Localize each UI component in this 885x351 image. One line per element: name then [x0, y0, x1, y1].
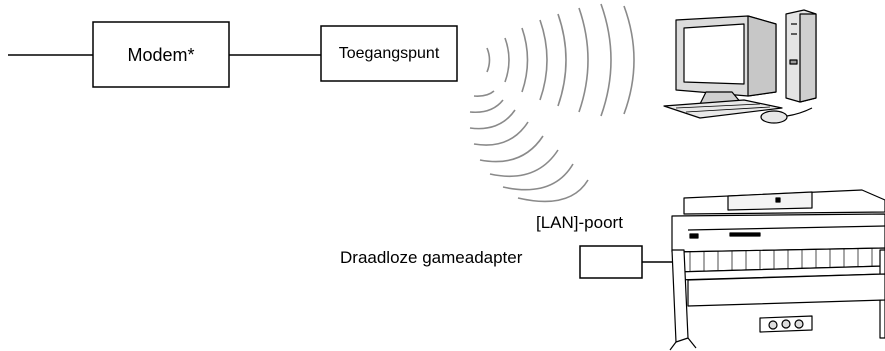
- lan-port-label: [LAN]-poort: [536, 213, 623, 232]
- game-adapter-box: [579, 245, 643, 279]
- wireless-signal-upper-icon: [486, 3, 635, 117]
- access-point-box: [320, 25, 458, 82]
- desktop-computer-icon: [663, 9, 817, 124]
- access-point-label: Toegangspunt: [338, 44, 440, 62]
- modem-label: Modem*: [127, 44, 195, 65]
- wireless-signal-lower-icon: [469, 90, 589, 203]
- game-adapter-label: Draadloze gameadapter: [340, 248, 523, 267]
- digital-piano-icon: [669, 189, 885, 351]
